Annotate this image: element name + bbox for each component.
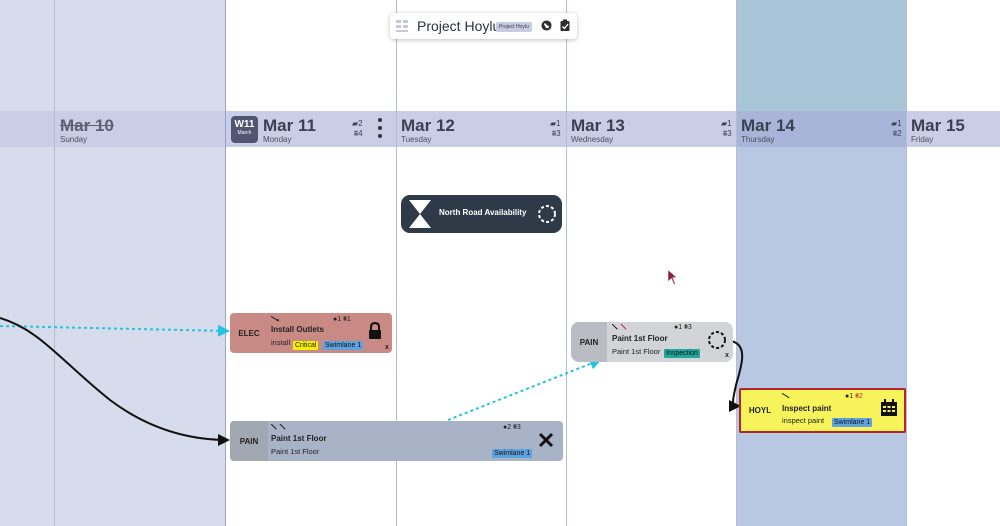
day-counts-mar-11: ▰2 ⩩4 <box>352 119 363 138</box>
count-a: 1 <box>556 119 561 128</box>
day-weekday: Tuesday <box>401 135 432 144</box>
task-counts: ●1 ⩩1 <box>333 316 351 323</box>
dependency-icon <box>612 324 627 330</box>
day-weekday: Thursday <box>741 135 775 144</box>
task-counts: ●1 ⩩3 <box>674 324 692 331</box>
milestone-north-road[interactable]: North Road Availability <box>401 195 562 233</box>
dashed-circle-icon <box>708 331 726 349</box>
week-month: March <box>237 130 252 136</box>
day-date: Mar 10 <box>60 116 114 135</box>
task-name: Paint 1st Floor <box>612 334 668 343</box>
tag-critical: Critical <box>293 341 319 350</box>
day-date: Mar 12 <box>401 116 455 135</box>
day-date: Mar 11 <box>263 116 316 135</box>
day-date: Mar 14 <box>741 116 795 135</box>
task-code: ELEC <box>238 328 260 338</box>
task-description: Paint 1st Floor <box>271 447 320 456</box>
close-icon[interactable]: x <box>385 344 389 351</box>
count-a: 1 <box>727 119 732 128</box>
board-title-card[interactable]: Project Hoylu Project Hoylu <box>390 13 577 39</box>
count-b: 2 <box>897 129 902 138</box>
calendar-icon <box>881 399 897 416</box>
board-title: Project Hoylu <box>417 18 501 34</box>
dashed-circle-icon <box>538 205 556 223</box>
column-divider <box>54 0 55 526</box>
today-header-cell <box>736 111 906 147</box>
today-column-top <box>736 0 906 111</box>
column-divider <box>906 0 907 526</box>
task-name: Inspect paint <box>782 404 832 413</box>
day-counts-mar-13: ▰1 ⩩3 <box>721 119 732 138</box>
board-logo-icon <box>396 20 408 32</box>
task-card-inspect-paint[interactable]: HOYL Inspect paint inspect paint ●1 ⩩2 S… <box>739 388 906 433</box>
connector-black-to-paint <box>0 317 230 446</box>
task-name: Install Outlets <box>271 325 324 334</box>
connector-black-to-inspect <box>728 340 744 412</box>
dependency-icon <box>271 316 280 322</box>
day-date: Mar 13 <box>571 116 625 135</box>
tag-swimlane: Swimlane 1 <box>323 341 364 350</box>
day-counts-mar-12: ▰1 ⩩3 <box>550 119 561 138</box>
task-card-install-outlets[interactable]: ELEC Install Outlets install ●1 ⩩1 Criti… <box>230 313 392 353</box>
count-a: 1 <box>897 119 902 128</box>
task-counts: ●2 ⩩3 <box>503 424 521 431</box>
cross-icon <box>538 432 554 448</box>
milestone-name: North Road Availability <box>439 208 527 217</box>
week-number: W11 <box>234 119 255 130</box>
count-b: 3 <box>556 129 561 138</box>
task-code: HOYL <box>748 406 772 415</box>
count-b: 3 <box>727 129 732 138</box>
close-icon[interactable]: x <box>725 352 729 359</box>
hourglass-icon <box>409 200 431 228</box>
day-weekday: Monday <box>263 135 292 144</box>
tag-swimlane: Swimlane 1 <box>492 449 533 458</box>
task-card-paint-1st-floor[interactable]: PAIN Paint 1st Floor Paint 1st Floor ●2 … <box>230 421 563 461</box>
column-divider <box>736 0 737 526</box>
day-weekday: Wednesday <box>571 135 614 144</box>
day-counts-mar-14: ▰1 ⩩2 <box>891 119 902 138</box>
day-weekday: Friday <box>911 135 934 144</box>
task-description: inspect paint <box>782 416 825 425</box>
more-options-icon[interactable] <box>378 118 382 142</box>
board-tag: Project Hoylu <box>496 22 532 32</box>
task-description: install <box>271 338 291 347</box>
column-divider <box>566 0 567 526</box>
column-divider <box>396 0 397 526</box>
connector-cyan-to-install-outlets <box>0 324 230 337</box>
count-a: 2 <box>358 119 363 128</box>
day-weekday: Sunday <box>60 135 88 144</box>
connector-cyan-to-paint-mar13 <box>447 358 602 421</box>
day-date: Mar 15 <box>911 116 965 135</box>
task-code: PAIN <box>571 322 607 362</box>
task-code: PAIN <box>230 421 268 461</box>
tag-inspection: Inspection <box>664 349 700 358</box>
task-card-paint-mar13[interactable]: PAIN Paint 1st Floor Paint 1st Floor ●1 … <box>571 322 733 362</box>
clipboard-icon[interactable] <box>560 19 570 32</box>
week-badge: W11 March <box>231 116 258 143</box>
lock-icon <box>369 322 381 339</box>
globe-icon[interactable] <box>541 20 552 31</box>
mouse-cursor-icon <box>667 268 679 286</box>
task-description: Paint 1st Floor <box>612 347 661 356</box>
dependency-icon <box>782 393 790 399</box>
column-divider <box>225 0 226 526</box>
count-b: 4 <box>358 129 363 138</box>
tag-swimlane: Swimlane 1 <box>832 418 873 427</box>
task-name: Paint 1st Floor <box>271 434 327 443</box>
past-region <box>0 0 226 526</box>
task-counts: ●1 ⩩2 <box>845 393 863 400</box>
dependency-icon <box>271 424 286 430</box>
